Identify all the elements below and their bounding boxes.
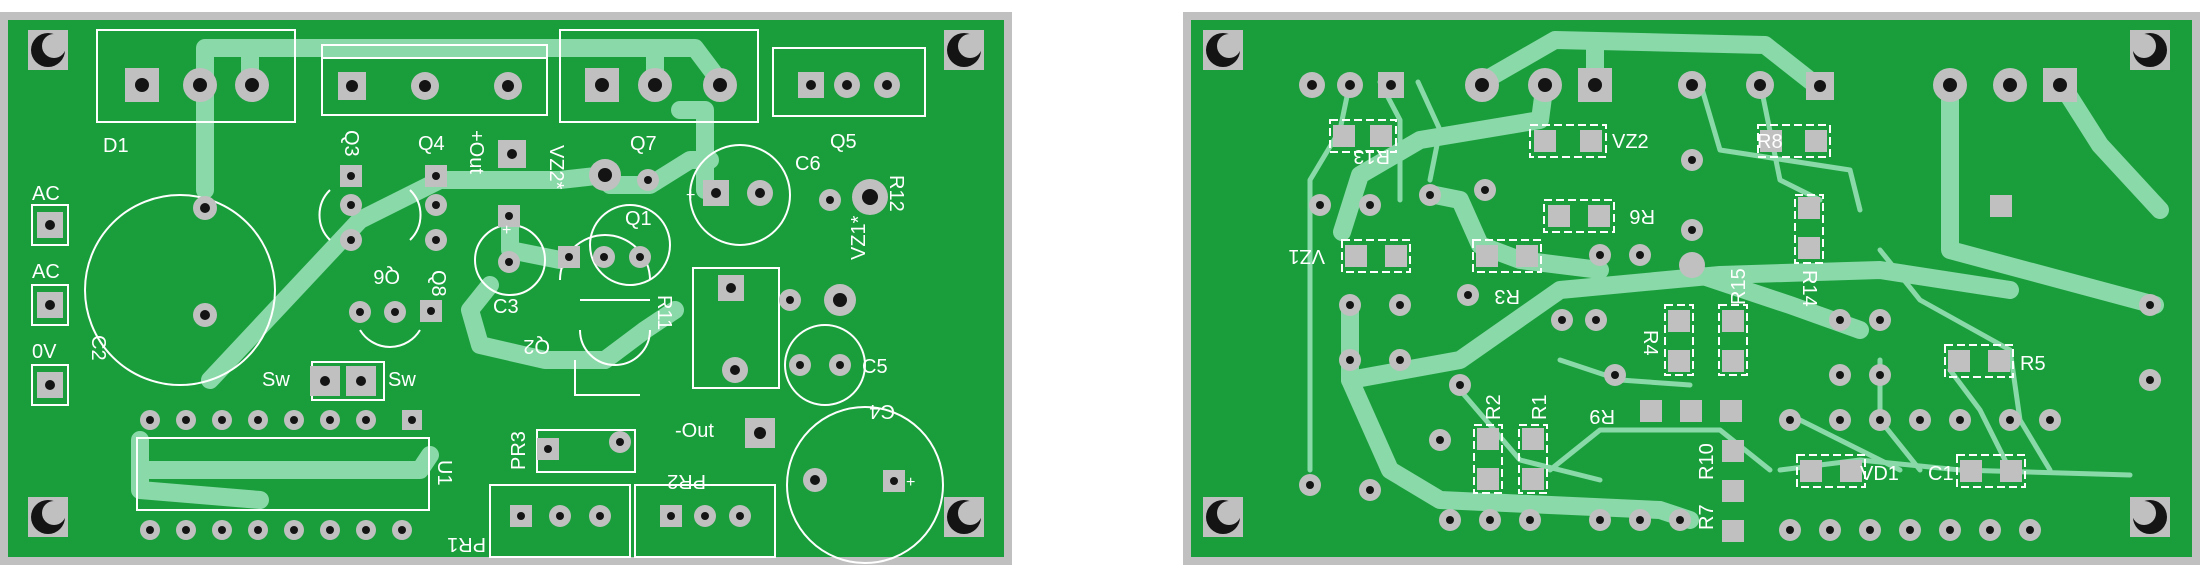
- label-out-pos: +Out: [465, 130, 487, 174]
- label-ac1: AC: [32, 183, 60, 205]
- label-d1: D1: [103, 135, 129, 157]
- label-r11: R11: [653, 295, 675, 330]
- label-r3: R3: [1494, 285, 1520, 307]
- label-r13: R13: [1353, 145, 1390, 167]
- bottom-labels: R13 VZ2 R8 R6 VZ1 R3 R15 R14 R4 R5 R2 R1…: [1288, 131, 2045, 530]
- label-r10: R10: [1696, 443, 1718, 480]
- label-r8: R8: [1757, 131, 1783, 153]
- label-r4: R4: [1639, 330, 1661, 356]
- label-plus-c6: +: [686, 187, 695, 204]
- top-mounting-holes: [28, 30, 984, 537]
- label-q4: Q4: [418, 133, 445, 155]
- label-vz1-bottom: VZ1: [1288, 245, 1325, 267]
- label-c2: C2: [87, 335, 109, 361]
- label-vz2: VZ2*: [545, 145, 567, 190]
- top-layer-board: D1 Q3 Q4 +Out VZ2* Q7 Q5 C6 R12 Q1 AC AC…: [0, 12, 1012, 565]
- label-q5: Q5: [830, 131, 857, 153]
- label-vz2-bottom: VZ2: [1612, 131, 1649, 153]
- label-plus-c4: +: [906, 474, 915, 491]
- bottom-layer-board: R13 VZ2 R8 R6 VZ1 R3 R15 R14 R4 R5 R2 R1…: [1183, 12, 2200, 565]
- label-c5: C5: [862, 356, 888, 378]
- bottom-thin-traces: [1307, 79, 2133, 483]
- label-q1: Q1: [625, 208, 652, 230]
- label-r14: R14: [1798, 270, 1820, 307]
- label-c3: C3: [493, 296, 519, 318]
- label-q7: Q7: [630, 133, 657, 155]
- bottom-board-surface: [1191, 20, 2192, 557]
- label-plus-c3: +: [502, 222, 511, 239]
- bottom-mounting-holes: [1203, 30, 2170, 537]
- top-pads: [37, 68, 905, 540]
- top-traces: [131, 39, 734, 509]
- label-vz1: VZ1*: [848, 215, 870, 260]
- label-pr1: PR1: [447, 533, 486, 555]
- label-q8: Q8: [427, 270, 449, 297]
- label-zero-v: 0V: [32, 341, 57, 363]
- label-c6: C6: [795, 153, 821, 175]
- label-sw1: Sw: [262, 369, 290, 391]
- label-r5: R5: [2020, 353, 2046, 375]
- label-c1: C1: [1928, 463, 1954, 485]
- label-out-neg: -Out: [675, 420, 714, 442]
- top-silkscreen-outlines: [31, 29, 944, 564]
- label-q6: Q6: [373, 265, 400, 287]
- label-r12: R12: [885, 175, 907, 212]
- top-labels: D1 Q3 Q4 +Out VZ2* Q7 Q5 C6 R12 Q1 AC AC…: [32, 130, 915, 555]
- label-r9: R9: [1589, 405, 1615, 427]
- label-r15: R15: [1728, 268, 1750, 305]
- label-r1: R1: [1529, 394, 1551, 420]
- label-vd1: VD1: [1860, 463, 1899, 485]
- label-c4: C4: [869, 400, 895, 422]
- label-r6: R6: [1629, 205, 1655, 227]
- label-u1: U1: [433, 460, 455, 486]
- label-sw2: Sw: [388, 369, 416, 391]
- label-r7: R7: [1696, 504, 1718, 530]
- label-q2: Q2: [523, 335, 550, 357]
- bottom-pads: [1299, 68, 2161, 542]
- label-pr2: PR2: [667, 470, 706, 492]
- label-pr3: PR3: [508, 431, 530, 470]
- label-ac2: AC: [32, 261, 60, 283]
- label-r2: R2: [1483, 394, 1505, 420]
- label-q3: Q3: [340, 130, 362, 157]
- bottom-silkscreen-outlines: [1329, 119, 2026, 494]
